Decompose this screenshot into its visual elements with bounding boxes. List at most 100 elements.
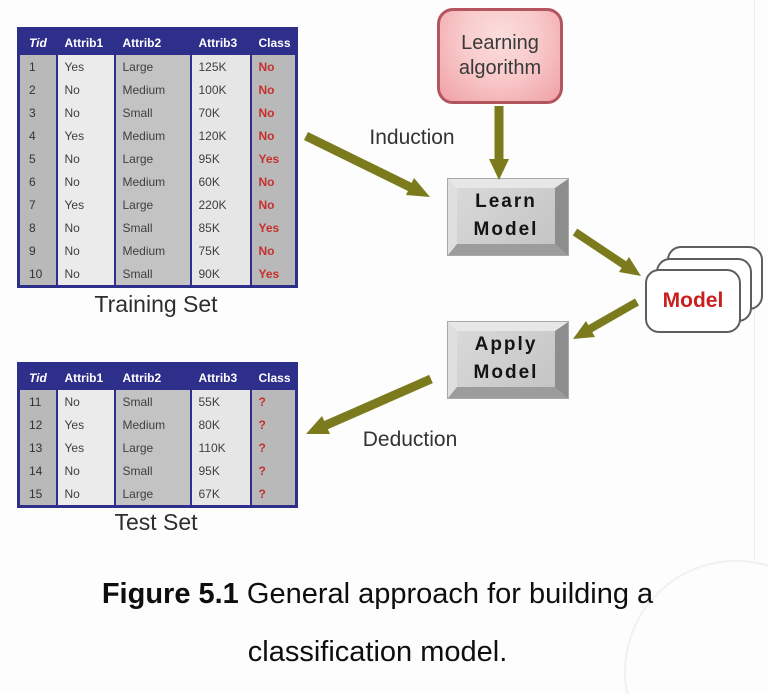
- table-cell: 15: [18, 482, 57, 507]
- learning-to-learnmodel-arrow: [489, 106, 509, 180]
- table-cell: Large: [113, 55, 191, 78]
- table-cell: 7: [18, 193, 57, 216]
- table-cell: No: [249, 101, 297, 124]
- table-cell: No: [249, 55, 297, 78]
- table-cell: 13: [18, 436, 57, 459]
- table-cell: 95K: [189, 459, 251, 482]
- column-header: Class: [249, 363, 297, 390]
- apply-model-label-line1: Apply: [474, 334, 538, 356]
- table-cell: Yes: [55, 436, 115, 459]
- apply-model-node: Apply Model: [447, 321, 569, 399]
- table-cell: 100K: [189, 78, 251, 101]
- table-cell: No: [55, 482, 115, 507]
- table-cell: ?: [249, 482, 297, 507]
- table-cell: 125K: [189, 55, 251, 78]
- table-cell: Yes: [249, 147, 297, 170]
- table-cell: Yes: [249, 216, 297, 239]
- table-cell: 4: [18, 124, 57, 147]
- table-cell: Small: [113, 101, 191, 124]
- table-cell: No: [55, 101, 115, 124]
- induction-label: Induction: [369, 126, 455, 149]
- table-cell: Yes: [55, 193, 115, 216]
- table-cell: 85K: [189, 216, 251, 239]
- table-cell: Medium: [113, 78, 191, 101]
- table-cell: ?: [249, 390, 297, 413]
- table-cell: Large: [113, 193, 191, 216]
- table-cell: Small: [113, 459, 191, 482]
- table-cell: ?: [249, 436, 297, 459]
- table-cell: 3: [18, 101, 57, 124]
- table-cell: ?: [249, 459, 297, 482]
- apply-model-label-line2: Model: [473, 362, 539, 383]
- table-cell: Medium: [113, 124, 191, 147]
- table-cell: Large: [113, 482, 191, 507]
- table-cell: Small: [113, 216, 191, 239]
- column-header: Class: [249, 28, 297, 55]
- table-cell: 2: [18, 78, 57, 101]
- table-cell: Medium: [113, 170, 191, 193]
- table-cell: 10: [18, 262, 57, 287]
- table-cell: 8: [18, 216, 57, 239]
- test-set-label: Test Set: [114, 509, 198, 535]
- deduction-arrow: [306, 374, 433, 434]
- column-header: Tid: [18, 28, 57, 55]
- table-cell: 75K: [189, 239, 251, 262]
- table-cell: No: [55, 170, 115, 193]
- table-cell: Medium: [113, 239, 191, 262]
- table-cell: No: [249, 170, 297, 193]
- training-set-label: Training Set: [94, 291, 218, 317]
- figure-caption-line1: Figure 5.1 General approach for building…: [0, 580, 755, 609]
- table-cell: 90K: [189, 262, 251, 287]
- model-to-applymodel-arrow: [573, 298, 639, 339]
- table-cell: No: [55, 78, 115, 101]
- table-cell: No: [249, 239, 297, 262]
- table-cell: 1: [18, 55, 57, 78]
- learn-model-node: Learn Model: [447, 178, 569, 256]
- table-cell: No: [55, 262, 115, 287]
- table-cell: 9: [18, 239, 57, 262]
- column-header: Attrib1: [55, 28, 115, 55]
- deduction-label: Deduction: [362, 428, 458, 451]
- table-cell: 5: [18, 147, 57, 170]
- table-cell: No: [55, 216, 115, 239]
- table-cell: No: [55, 147, 115, 170]
- figure-caption: Figure 5.1 General approach for building…: [0, 580, 755, 667]
- table-cell: 55K: [189, 390, 251, 413]
- column-header: Tid: [18, 363, 57, 390]
- table-cell: Medium: [113, 413, 191, 436]
- table-cell: No: [249, 193, 297, 216]
- column-header: Attrib3: [189, 363, 251, 390]
- table-cell: 80K: [189, 413, 251, 436]
- table-cell: 6: [18, 170, 57, 193]
- column-header: Attrib3: [189, 28, 251, 55]
- table-cell: 70K: [189, 101, 251, 124]
- table-cell: No: [249, 124, 297, 147]
- model-card-front: Model: [645, 269, 741, 333]
- table-cell: Yes: [55, 413, 115, 436]
- table-cell: Large: [113, 436, 191, 459]
- table-cell: No: [55, 239, 115, 262]
- figure-number: Figure 5.1: [101, 578, 239, 610]
- table-cell: Yes: [55, 124, 115, 147]
- table-cell: No: [55, 459, 115, 482]
- table-cell: 67K: [189, 482, 251, 507]
- figure-caption-text: General approach for building a: [238, 578, 654, 610]
- table-cell: Yes: [249, 262, 297, 287]
- table-cell: 12: [18, 413, 57, 436]
